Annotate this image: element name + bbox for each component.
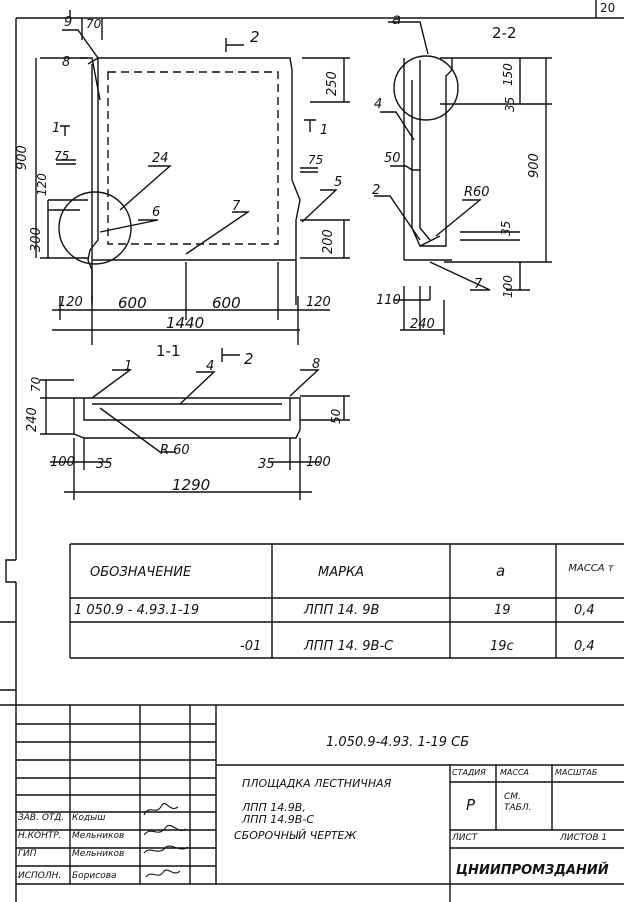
dim-120-a: 120 [58,295,83,310]
dim-240-sec11: 240 [25,407,40,432]
dim-250: 250 [325,71,340,96]
callout-2: 2 [372,183,381,198]
callout-8-sec11: 8 [312,357,321,372]
callout-6: 6 [152,205,161,220]
callout-7: 7 [232,199,241,214]
dim-35-a: 35 [503,96,517,112]
cut-mark-left: 1 [52,121,61,136]
role-chief-engineer: ГИП [18,849,37,859]
dim-200: 200 [321,229,336,254]
spec-header-mark: МАРКА [318,565,365,580]
callout-4-sec22: 4 [374,97,383,112]
dim-600-b: 600 [212,294,241,312]
section-2-2-title: 2-2 [492,24,517,42]
role-norm-control: Н.КОНТР. [18,831,62,841]
dim-70-sec11: 70 [29,376,43,392]
role-head-dept: ЗАВ. ОТД. [18,813,65,823]
dim-240-sec22: 240 [410,317,435,332]
spec-row2-mass: 0,4 [574,639,595,654]
dim-150: 150 [501,63,515,86]
dim-1290: 1290 [172,476,211,494]
name-norm-control: Мельников [72,831,125,841]
section-2-2 [374,21,552,335]
dim-300: 300 [29,227,44,252]
dim-100-right: 100 [306,455,331,470]
cut-mark-bottom: 2 [244,350,254,368]
callout-75-right: 75 [308,153,324,167]
callout-24: 24 [152,151,169,166]
name-head-dept: Кодыш [72,813,106,823]
scale-label: МАСШТАБ [555,768,598,777]
dim-600-a: 600 [118,294,147,312]
dim-120-left: 120 [35,173,49,196]
spec-header-a: a [496,562,506,580]
doc-code: 1.050.9-4.93. 1-19 СБ [326,735,470,750]
callout-50: 50 [384,151,401,166]
callout-8: 8 [62,55,71,70]
title-block [0,704,624,902]
plan-view [35,18,350,345]
detail-label-a: a [392,10,402,28]
signatures [143,803,189,878]
dim-70: 70 [86,17,102,31]
dim-35-left: 35 [96,457,113,472]
title-line-4: СБОРОЧНЫЙ ЧЕРТЕЖ [234,829,357,842]
cut-mark-right: 1 [320,123,329,138]
callout-75-left: 75 [54,149,70,163]
spec-row1-mark: ЛПП 14. 9В [304,603,380,618]
spec-table [69,543,624,659]
spec-row1-designation: 1 050.9 - 4.93.1-19 [74,603,200,618]
callout-4-sec11: 4 [206,359,215,374]
spec-row1-a: 19 [494,603,511,618]
role-executor: ИСПОЛН. [18,871,62,881]
dim-110: 110 [376,293,401,308]
spec-row2-designation: -01 [240,639,262,654]
spec-row2-a: 19с [490,639,514,654]
sheet-frame [5,17,624,902]
sheet-label: ЛИСТ [452,833,478,843]
callout-R60: R60 [464,185,490,200]
title-line-1: ПЛОЩАДКА ЛЕСТНИЧНАЯ [242,777,392,790]
spec-row1-mass: 0,4 [574,603,595,618]
callout-R60-sec11: R 60 [160,443,190,458]
spec-row2-mark: ЛПП 14. 9В-С [304,639,394,654]
callout-5: 5 [334,175,343,190]
dim-1440: 1440 [166,314,205,332]
sheets-label: ЛИСТОВ 1 [560,833,608,843]
spec-header-mass: МАССА т [568,563,614,574]
title-line-2: ЛПП 14.9В, [242,801,306,814]
callout-9: 9 [64,15,73,30]
name-chief-engineer: Мельников [72,849,125,859]
mass-value: СМ. ТАБЛ. [504,792,532,813]
callout-1: 1 [124,359,133,374]
mass-label: МАССА [500,768,530,777]
stage-value: Р [466,796,476,814]
dim-35-right: 35 [258,457,275,472]
spec-header-designation: ОБОЗНАЧЕНИЕ [90,565,192,580]
dim-50-sec11: 50 [329,408,343,424]
dim-900-plan: 900 [15,145,30,170]
section-1-1 [40,348,350,500]
page-number: 20 [600,1,616,15]
stage-label: СТАДИЯ [452,768,486,777]
cut-mark-top: 2 [250,28,260,46]
title-line-3: ЛПП 14.9В-С [242,813,314,826]
organization: ЦНИИПРОМЗДАНИЙ [456,863,609,878]
section-1-1-title: 1-1 [156,342,181,360]
name-executor: Борисова [72,871,117,881]
dim-100-sec22: 100 [501,275,515,298]
dim-900-sec22: 900 [527,153,542,178]
dim-35-b: 35 [499,220,513,236]
dim-100-left: 100 [50,455,75,470]
dim-120-b: 120 [306,295,331,310]
callout-7-sec22: 7 [474,277,483,292]
